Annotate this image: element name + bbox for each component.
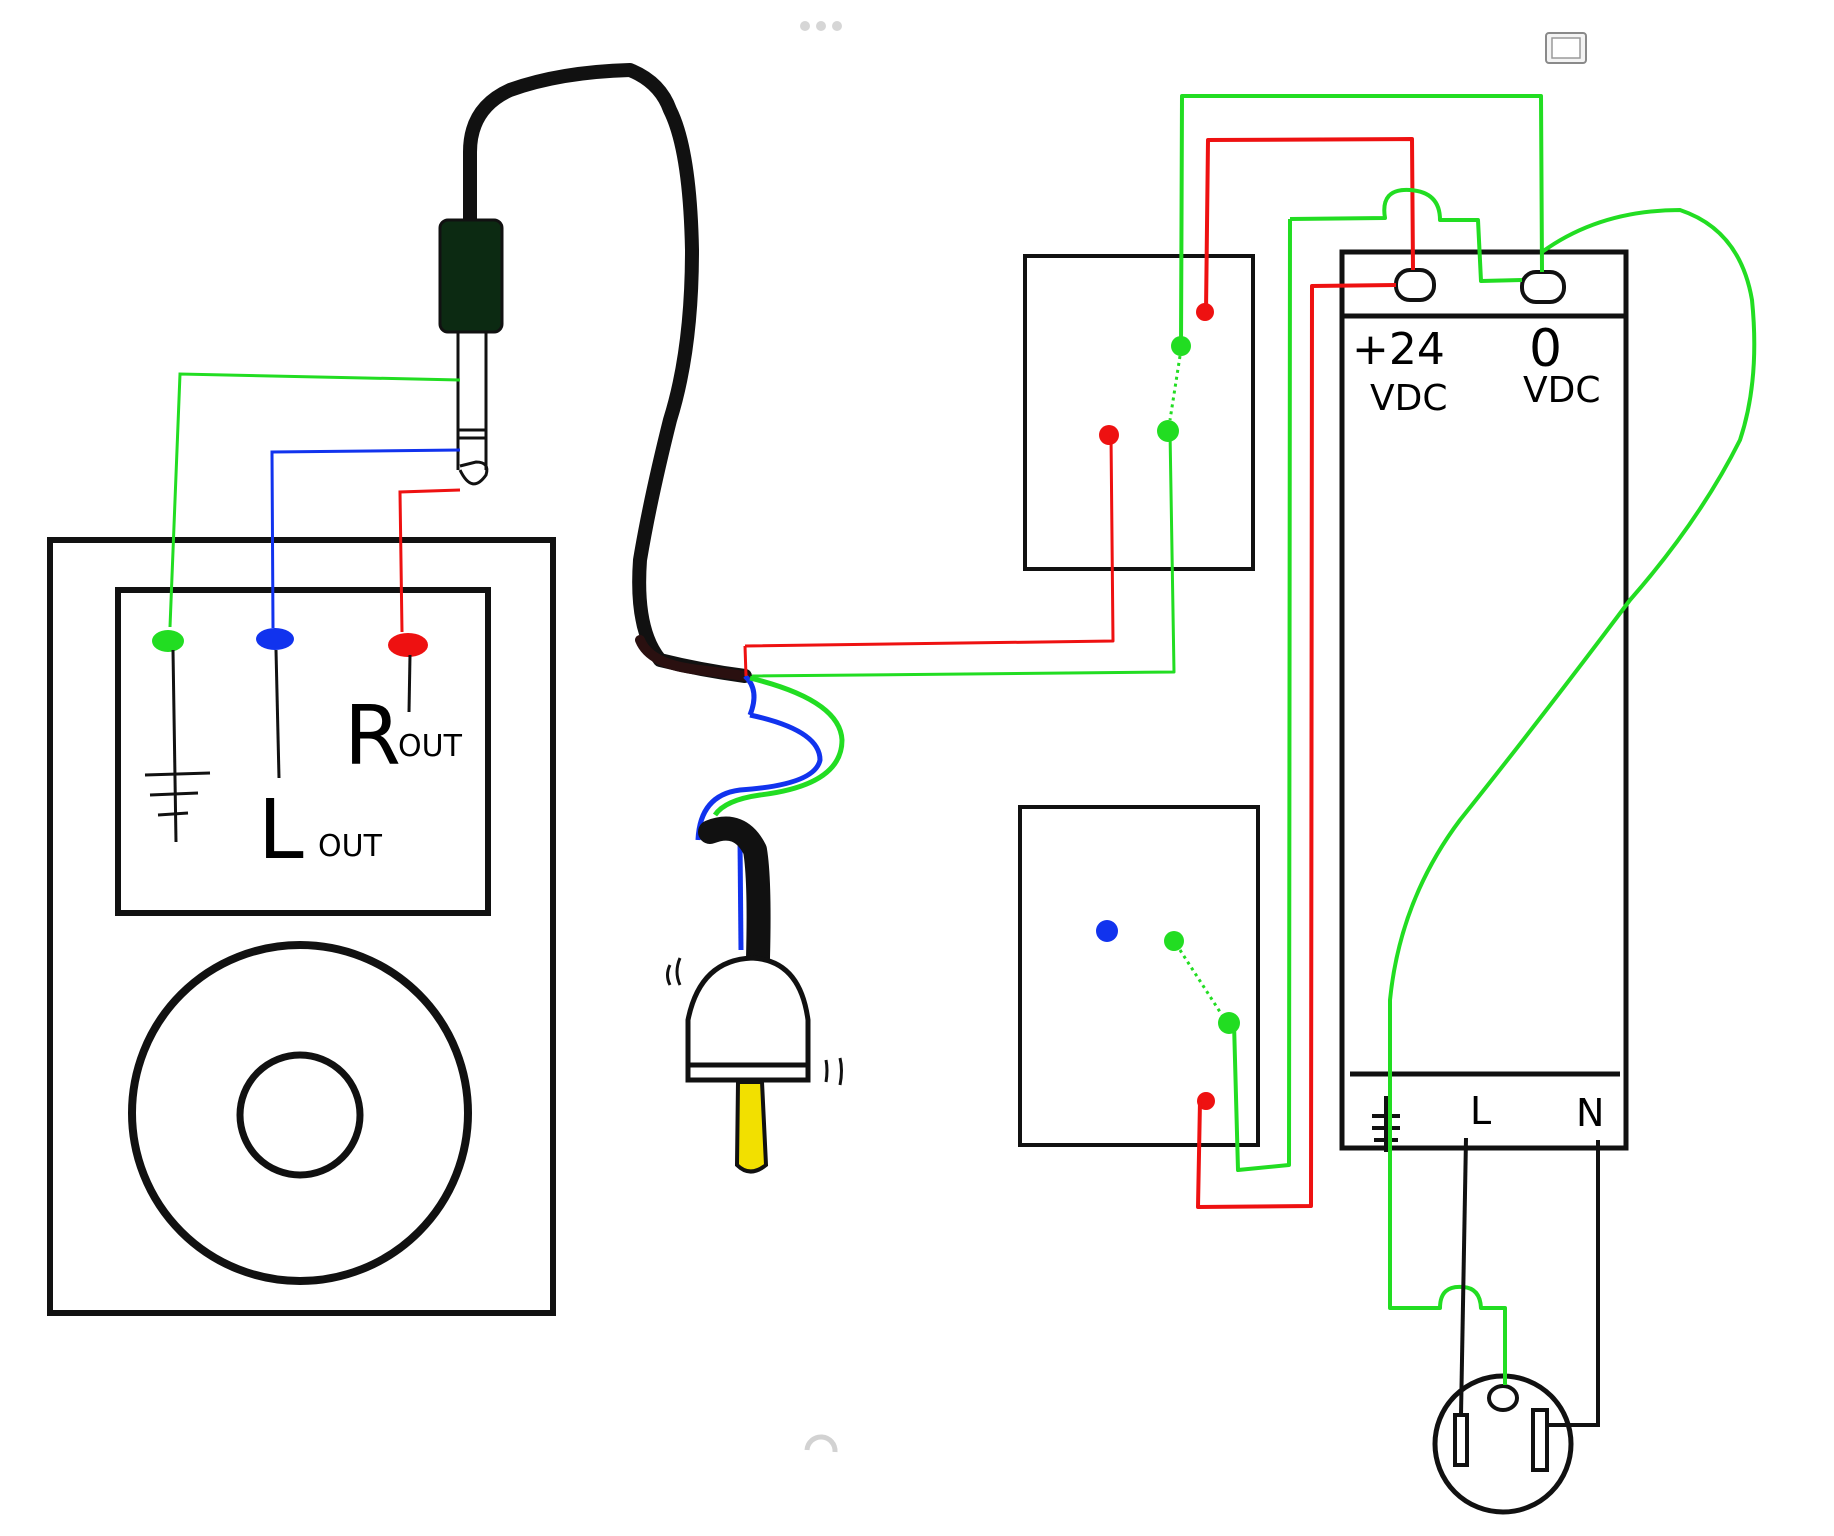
jack-to-device-wires [168, 372, 461, 633]
relay-blue-dot [1096, 920, 1118, 942]
click-wheel-center-button [236, 1051, 364, 1179]
wall-outlet [1432, 1373, 1574, 1515]
click-wheel [128, 941, 472, 1285]
left-out-label: L [258, 783, 304, 878]
outlet-neutral-slot [1531, 1408, 1549, 1472]
mains-wiring [1459, 1137, 1600, 1427]
right-out-terminal-dot [388, 633, 428, 657]
drag-handle-icon[interactable] [800, 21, 842, 31]
ground-symbol [144, 771, 211, 817]
audio-player-screen [115, 587, 491, 916]
audio-jack-plug [438, 63, 752, 683]
ground-terminal-dot [152, 630, 184, 652]
audio-player-device: L OUT R OUT [47, 537, 556, 1316]
neutral-label: N [1576, 1091, 1604, 1135]
plug-body [685, 955, 811, 1083]
line-label: L [1470, 1089, 1491, 1133]
relay-top-red-dot [1196, 303, 1214, 321]
audio-player-body [47, 537, 556, 1316]
psu-ground-symbol [1372, 1096, 1400, 1152]
left-out-subscript: OUT [318, 829, 383, 864]
pos-24-label: +24 [1352, 324, 1445, 375]
window-toggle-icon[interactable] [1545, 32, 1587, 64]
outlet-line-slot [1453, 1413, 1469, 1467]
zero-vdc-terminal [1520, 270, 1566, 304]
pos-24vdc-terminal [1394, 268, 1436, 302]
lower-relay-box [1018, 805, 1260, 1147]
jack-housing [438, 218, 504, 334]
zero-vdc-label: VDC [1523, 370, 1600, 411]
outlet-ground-hole [1487, 1384, 1519, 1412]
relay-mid-red-dot [1099, 425, 1119, 445]
relay-mid-green-dot [1157, 420, 1179, 442]
relay-psu-wiring [743, 94, 1757, 1385]
cable-split-leads [695, 674, 845, 951]
right-out-label: R [344, 689, 401, 784]
upper-relay-box [1023, 254, 1255, 571]
plug-pin [734, 1080, 769, 1174]
right-out-subscript: OUT [398, 729, 463, 764]
relay-low-green-dot-a [1164, 931, 1184, 951]
power-supply-unit: +24 VDC 0 VDC L N [1339, 249, 1629, 1152]
left-out-terminal-dot [256, 628, 294, 650]
zero-label: 0 [1529, 319, 1562, 379]
mains-plug [666, 816, 843, 1174]
loading-spinner-icon [804, 1434, 838, 1453]
pos-vdc-label: VDC [1370, 378, 1447, 419]
